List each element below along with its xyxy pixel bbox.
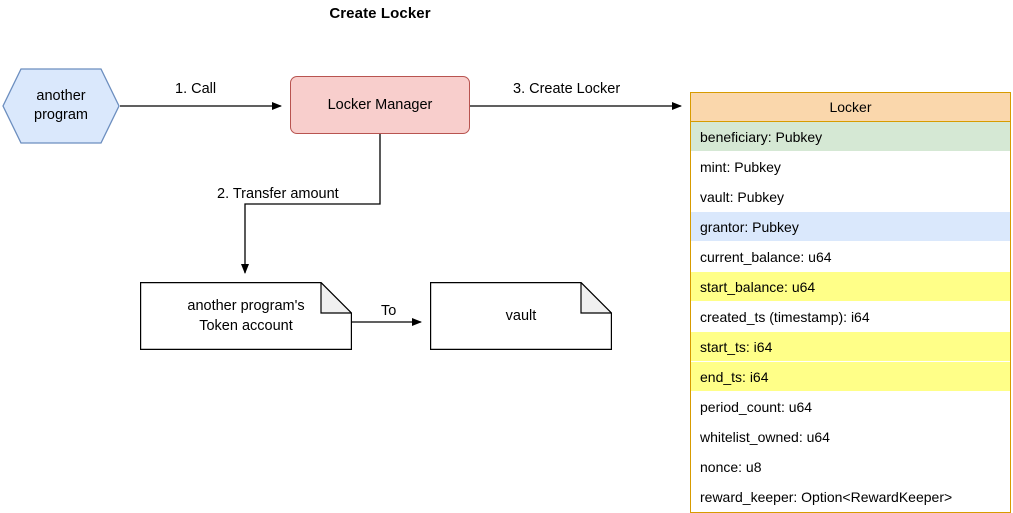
locker-field-row[interactable]: reward_keeper: Option<RewardKeeper> [691,482,1010,512]
hexagon-shape [2,68,120,144]
edge-transfer [241,134,381,274]
edge-label-transfer: 2. Transfer amount [214,186,342,202]
edge-label-to: To [378,303,400,319]
node-token-account[interactable]: another program's Token account [140,281,353,350]
document-shape [430,281,613,350]
locker-field-row[interactable]: created_ts (timestamp): i64 [691,302,1010,332]
edge-label-create-locker: 3. Create Locker [510,81,624,97]
locker-field-row[interactable]: nonce: u8 [691,452,1010,482]
locker-field-row[interactable]: vault: Pubkey [691,182,1010,212]
document-shape [140,281,353,350]
locker-table-header: Locker [691,93,1010,122]
page-title: Create Locker [329,5,431,22]
node-another-program-label: another program [34,88,88,123]
locker-field-row[interactable]: period_count: u64 [691,392,1010,422]
locker-field-row[interactable]: current_balance: u64 [691,242,1010,272]
node-vault[interactable]: vault [430,281,613,350]
locker-field-row[interactable]: grantor: Pubkey [691,212,1010,242]
edge-label-call: 1. Call [172,81,220,97]
locker-field-row[interactable]: beneficiary: Pubkey [691,122,1010,152]
locker-field-row[interactable]: mint: Pubkey [691,152,1010,182]
node-vault-label: vault [505,308,537,324]
node-token-account-label: another program's Token account [187,298,305,334]
node-another-program[interactable]: another program [2,68,120,144]
node-locker-manager-label: Locker Manager [327,97,433,113]
locker-field-row[interactable]: start_ts: i64 [691,332,1010,362]
locker-field-row[interactable]: end_ts: i64 [691,362,1010,392]
locker-field-row[interactable]: start_balance: u64 [691,272,1010,302]
node-locker-manager[interactable]: Locker Manager [290,76,470,134]
locker-field-row[interactable]: whitelist_owned: u64 [691,422,1010,452]
